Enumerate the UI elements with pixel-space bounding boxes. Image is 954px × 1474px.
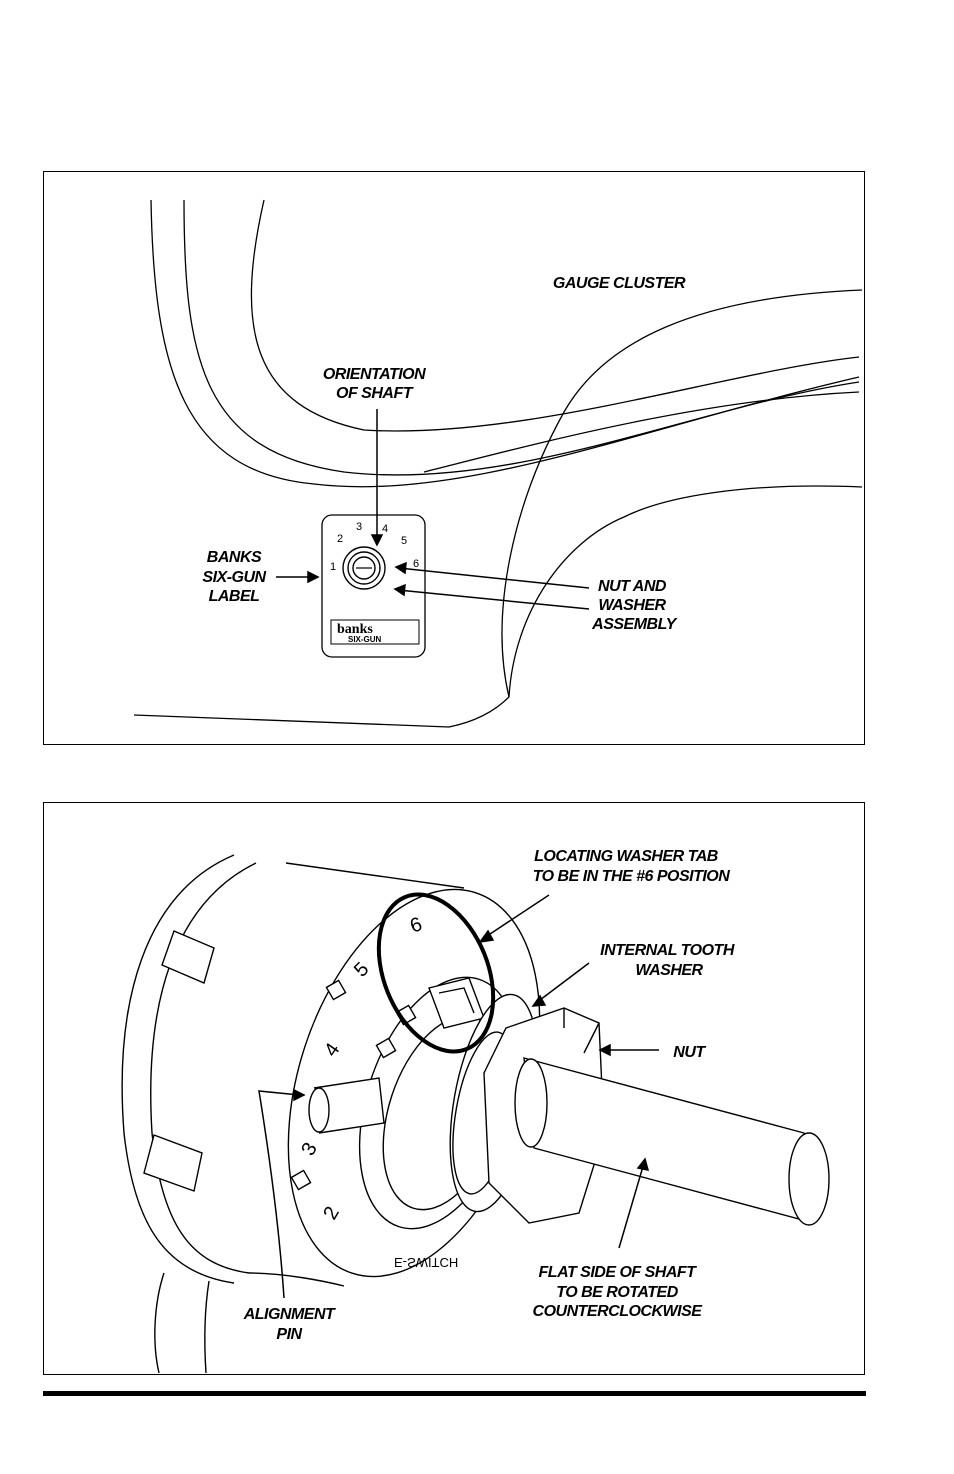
nut-label: NUT (673, 1044, 706, 1061)
switch-detail-drawing: 2 3 4 5 6 E-SWITCH LOCATING WASHER TAB T… (44, 803, 866, 1376)
flat-side-arrow (619, 1163, 644, 1248)
bezel-clip (144, 1135, 202, 1191)
banks-label-line1: BANKS (207, 549, 262, 566)
nut-washer-label-line2: WASHER (598, 597, 666, 614)
switch-detail-figure: 2 3 4 5 6 E-SWITCH LOCATING WASHER TAB T… (43, 802, 865, 1375)
dash-contour-line (184, 200, 859, 475)
harness-line (205, 1281, 209, 1373)
gauge-cluster-figure: 1 2 3 4 5 6 banks SIX-GUN GAUGE CLUSTER (43, 171, 865, 745)
page-bottom-rule (43, 1391, 866, 1396)
position-3: 3 (356, 521, 362, 533)
gauge-cluster-label: GAUGE CLUSTER (553, 275, 686, 292)
flat-side-label-line3: COUNTERCLOCKWISE (533, 1303, 704, 1320)
harness-line (155, 1273, 164, 1373)
shaft-base (515, 1059, 547, 1147)
housing-bottom-edge (249, 1273, 344, 1286)
housing-edge (509, 486, 862, 697)
nut-arrow-lower (398, 590, 589, 609)
tooth-washer-label-line2: WASHER (635, 962, 703, 979)
dial-brand: E-SWITCH (394, 1255, 458, 1270)
tooth-washer-arrow (536, 963, 589, 1003)
alignment-pin-end (309, 1088, 329, 1132)
shaft-end (789, 1133, 829, 1225)
orientation-label-line1: ORIENTATION (323, 366, 426, 383)
dash-bottom-line (134, 697, 509, 727)
position-5: 5 (401, 535, 407, 547)
nut-arrow-upper (399, 568, 589, 588)
orientation-label-line2: OF SHAFT (336, 385, 414, 402)
position-1: 1 (330, 561, 336, 573)
nut-washer-label-line3: ASSEMBLY (591, 616, 678, 633)
position-2: 2 (337, 533, 343, 545)
banks-logo: banks SIX-GUN (331, 620, 419, 644)
position-6: 6 (413, 558, 419, 570)
tooth-washer-label-line1: INTERNAL TOOTH (600, 942, 735, 959)
svg-text:SIX-GUN: SIX-GUN (348, 635, 382, 644)
bezel-inner (151, 863, 256, 1273)
flat-side-label-line2: TO BE ROTATED (556, 1284, 678, 1301)
locating-label-line2: TO BE IN THE #6 POSITION (533, 868, 731, 885)
alignment-pin-label-line2: PIN (276, 1326, 302, 1343)
housing-top-edge (286, 863, 464, 888)
gauge-cluster-drawing: 1 2 3 4 5 6 banks SIX-GUN GAUGE CLUSTER (44, 172, 866, 746)
flat-side-label-line1: FLAT SIDE OF SHAFT (539, 1264, 698, 1281)
locating-label-line1: LOCATING WASHER TAB (534, 848, 718, 865)
position-4: 4 (382, 523, 388, 535)
nut-washer-label-line1: NUT AND (598, 578, 667, 595)
bezel-outer (122, 855, 234, 1283)
banks-label-line3: LABEL (209, 588, 260, 605)
bezel-clip (162, 931, 214, 983)
alignment-pin-label-line1: ALIGNMENT (243, 1306, 336, 1323)
housing-edge (502, 290, 862, 697)
banks-label-line2: SIX-GUN (202, 569, 266, 586)
dash-contour-line (424, 392, 859, 472)
